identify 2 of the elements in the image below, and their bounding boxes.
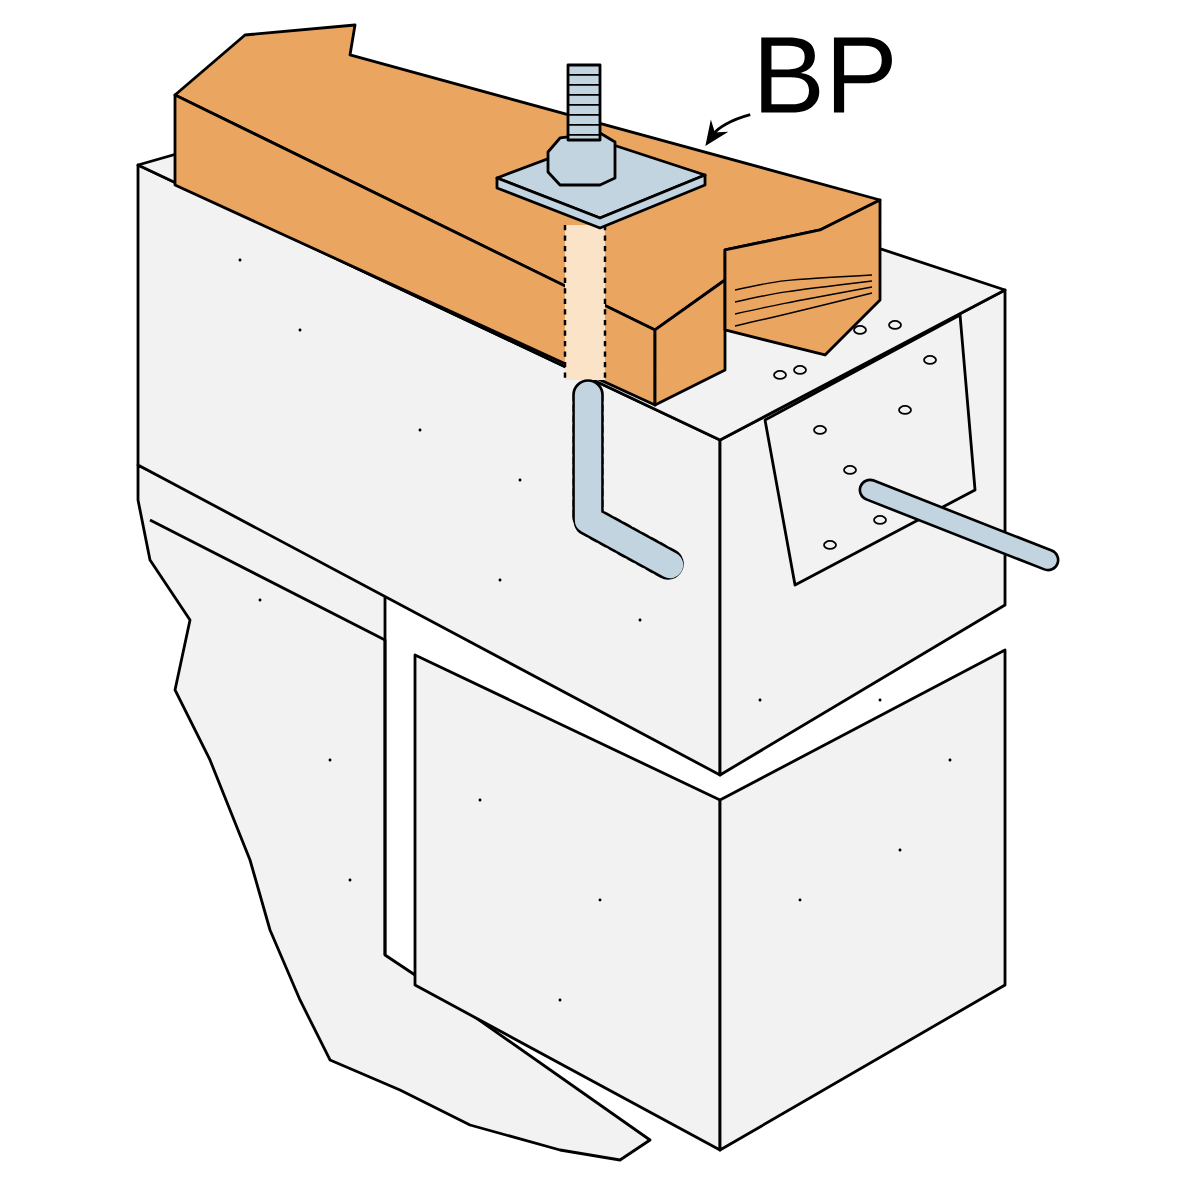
part-label: BP bbox=[761, 37, 892, 113]
bearing-plate-drawing bbox=[495, 63, 707, 230]
